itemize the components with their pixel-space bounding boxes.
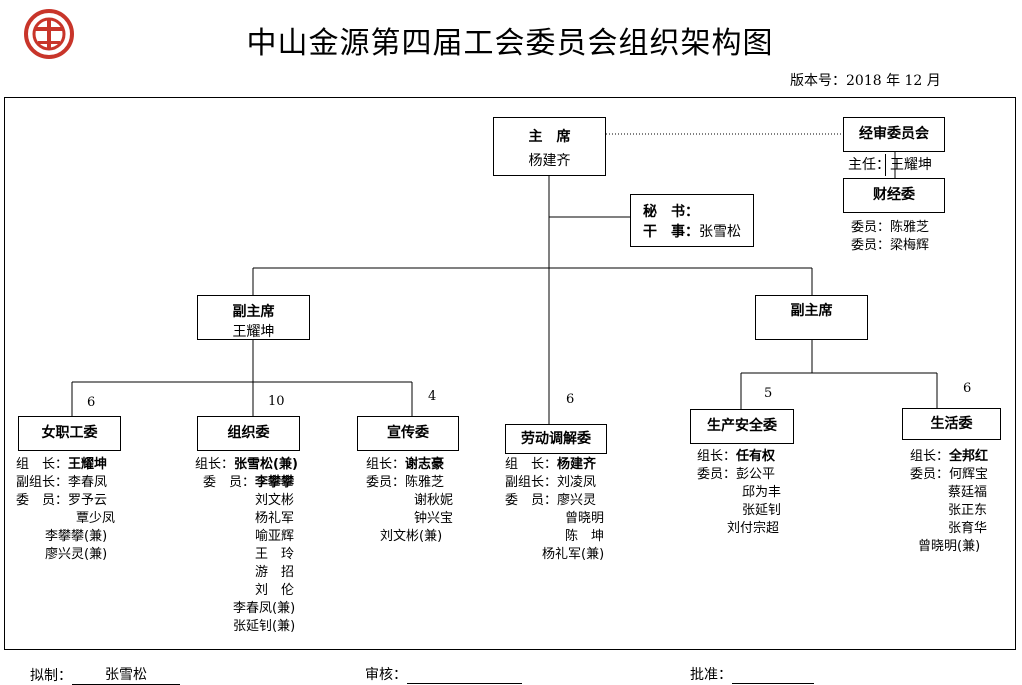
finance-members: 委员：陈雅芝 委员：梁梅辉	[851, 219, 929, 255]
labor-members: 组 长：杨建齐 副组长：刘凌凤 委 员：廖兴灵 曾晓明 陈 坤 杨礼军(兼)	[505, 456, 604, 564]
life-count: 6	[963, 381, 972, 396]
women-members: 组 长：王耀坤 副组长：李春凤 委 员：罗予云 覃少凤 李攀攀(兼) 廖兴灵(兼…	[16, 456, 115, 564]
member-row: 曾晓明	[565, 511, 605, 526]
approve-signature-line	[732, 667, 814, 684]
finance-member: 委员：梁梅辉	[851, 238, 930, 253]
life-committee-title: 生活委	[930, 416, 973, 432]
member-row: 张延钊(兼)	[233, 619, 296, 634]
member-row: 组长：张雪松(兼)	[195, 457, 298, 472]
approve-label: 批准：	[690, 667, 732, 683]
clerk-label: 干 事：	[643, 224, 699, 240]
member-row: 委员：彭公平	[697, 467, 776, 482]
vice-chairman-left-box: 副主席 王耀坤	[197, 295, 310, 340]
safety-committee-title: 生产安全委	[707, 418, 777, 434]
member-row: 王 玲	[255, 547, 295, 562]
member-row: 杨礼军(兼)	[542, 547, 605, 562]
member-row: 副组长：刘凌凤	[505, 475, 597, 490]
version-label: 版本号：2018 年 12 月	[790, 73, 941, 89]
secretary-clerk: 干 事：张雪松	[643, 221, 753, 241]
member-row: 委员：何辉宝	[910, 467, 989, 482]
union-logo	[20, 8, 78, 60]
vice-chairman-left-title: 副主席	[232, 304, 275, 320]
review-field: 审核：	[365, 664, 522, 684]
member-row: 邱为丰	[742, 485, 782, 500]
chart-frame	[4, 97, 1016, 650]
publicity-committee-title: 宣传委	[387, 425, 429, 441]
audit-director-divider	[885, 154, 886, 176]
member-row: 组长：全邦红	[910, 449, 989, 464]
member-row: 覃少凤	[76, 511, 116, 526]
safety-members: 组长：任有权 委员：彭公平 邱为丰 张延钊 刘付宗超	[697, 448, 781, 538]
member-row: 刘 伦	[255, 583, 295, 598]
finance-member: 委员：陈雅芝	[851, 220, 930, 235]
vice-chairman-left-name: 王耀坤	[232, 324, 275, 340]
labor-committee-box: 劳动调解委	[505, 424, 607, 454]
member-row: 喻亚辉	[255, 529, 295, 544]
member-row: 陈 坤	[565, 529, 605, 544]
audit-director-text: 主任：王耀坤	[848, 157, 932, 173]
page-title: 中山金源第四届工会委员会组织架构图	[246, 26, 774, 61]
member-row: 钟兴宝	[414, 511, 454, 526]
member-row: 委 员：罗予云	[16, 493, 108, 508]
member-row: 李春凤(兼)	[233, 601, 296, 616]
safety-committee-box: 生产安全委	[690, 409, 794, 444]
member-row: 刘文彬(兼)	[380, 529, 443, 544]
member-row: 谢秋妮	[414, 493, 454, 508]
drafter-name: 张雪松	[72, 664, 180, 685]
audit-committee-title: 经审委员会	[859, 126, 929, 142]
org-committee-box: 组织委	[197, 416, 300, 451]
org-members: 组长：张雪松(兼) 委 员：李攀攀 刘文彬 杨礼军 喻亚辉 王 玲 游 招 刘 …	[195, 456, 298, 636]
finance-committee-box: 财经委	[843, 178, 945, 213]
review-label: 审核：	[365, 667, 407, 683]
safety-count: 5	[764, 386, 773, 401]
member-row: 组 长：杨建齐	[505, 457, 597, 472]
audit-director: 主任：王耀坤	[848, 156, 932, 174]
member-row: 委 员：李攀攀	[203, 475, 295, 490]
women-count: 6	[87, 395, 96, 410]
chairman-name: 杨建齐	[528, 153, 571, 169]
member-row: 张延钊	[742, 503, 782, 518]
publicity-members: 组长：谢志豪 委员：陈雅芝 谢秋妮 钟兴宝 刘文彬(兼)	[366, 456, 453, 546]
women-committee-box: 女职工委	[18, 416, 121, 451]
org-count: 10	[268, 394, 285, 409]
review-signature-line	[407, 667, 522, 684]
women-committee-title: 女职工委	[41, 425, 98, 441]
chairman-title: 主 席	[528, 129, 571, 145]
drafter-label: 拟制：	[30, 668, 72, 684]
labor-count: 6	[566, 392, 575, 407]
member-row: 张育华	[948, 521, 988, 536]
audit-committee-box: 经审委员会	[843, 117, 945, 152]
clerk-name: 张雪松	[699, 224, 741, 240]
life-committee-box: 生活委	[902, 408, 1001, 440]
vice-chairman-right-box: 副主席	[755, 295, 868, 340]
drafter-field: 拟制：张雪松	[30, 664, 180, 685]
member-row: 组长：任有权	[697, 449, 776, 464]
member-row: 刘文彬	[255, 493, 295, 508]
life-members: 组长：全邦红 委员：何辉宝 蔡廷福 张正东 张育华 曾晓明(兼)	[910, 448, 988, 556]
chairman-box: 主 席 杨建齐	[493, 117, 606, 176]
approve-field: 批准：	[690, 664, 814, 684]
secretary-box: 秘 书： 干 事：张雪松	[630, 194, 754, 247]
member-row: 游 招	[255, 565, 295, 580]
member-row: 委 员：廖兴灵	[505, 493, 597, 508]
labor-committee-title: 劳动调解委	[521, 431, 591, 447]
member-row: 曾晓明(兼)	[918, 539, 981, 554]
member-row: 杨礼军	[255, 511, 295, 526]
org-committee-title: 组织委	[227, 425, 270, 441]
finance-committee-title: 财经委	[873, 187, 915, 203]
member-row: 蔡廷福	[948, 485, 988, 500]
member-row: 张正东	[948, 503, 988, 518]
member-row: 李攀攀(兼)	[45, 529, 108, 544]
member-row: 组长：谢志豪	[366, 457, 445, 472]
member-row: 刘付宗超	[727, 521, 780, 536]
vice-chairman-right-title: 副主席	[790, 303, 833, 319]
publicity-committee-box: 宣传委	[357, 416, 459, 451]
publicity-count: 4	[428, 389, 437, 404]
member-row: 委员：陈雅芝	[366, 475, 445, 490]
member-row: 廖兴灵(兼)	[45, 547, 108, 562]
secretary-label: 秘 书：	[643, 204, 699, 220]
member-row: 组 长：王耀坤	[16, 457, 108, 472]
member-row: 副组长：李春凤	[16, 475, 108, 490]
